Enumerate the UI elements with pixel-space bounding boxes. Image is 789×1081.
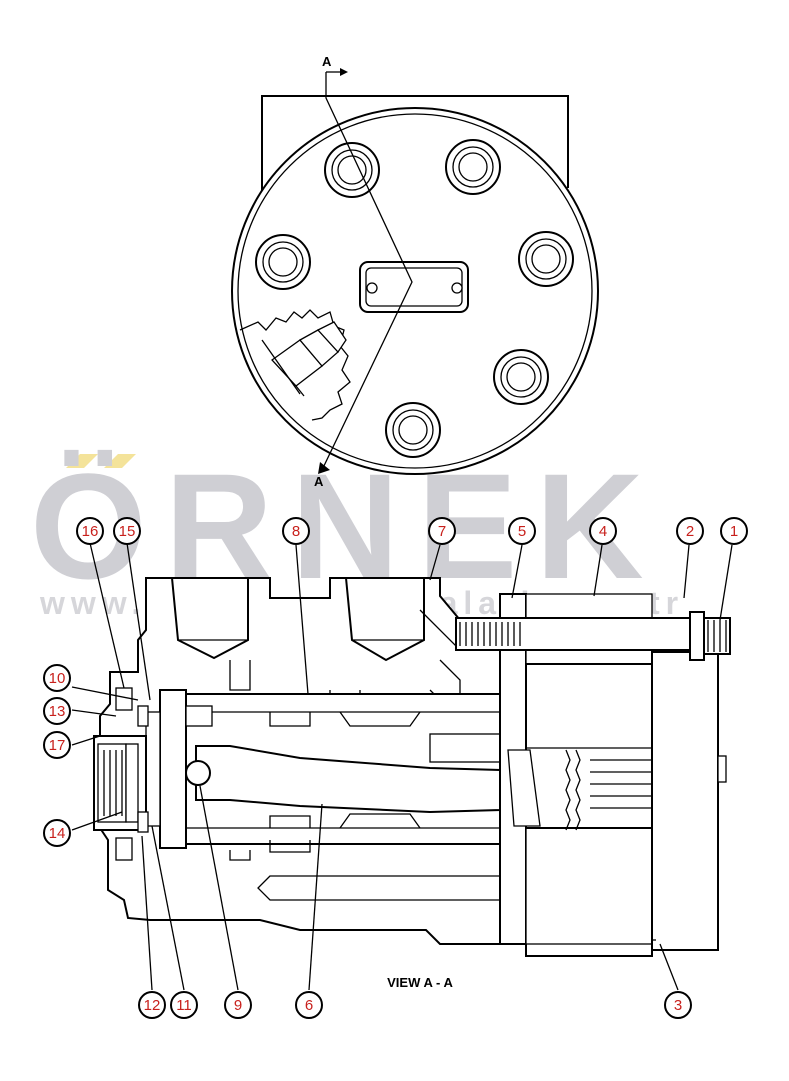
- section-mark-top: A: [322, 54, 332, 69]
- bolt-boss: [445, 139, 501, 195]
- callout-2: 2: [676, 517, 704, 545]
- callout-6: 6: [295, 991, 323, 1019]
- mount-bracket: [261, 95, 569, 194]
- bolt-boss: [493, 349, 549, 405]
- section-mark-bottom: A: [314, 474, 324, 489]
- gerotor: [525, 663, 653, 829]
- svg-text:9: 9: [234, 997, 242, 1014]
- svg-text:8: 8: [292, 523, 300, 540]
- svg-text:14: 14: [49, 825, 66, 842]
- watermark-accent-left: [66, 454, 98, 468]
- callout-8: 8: [282, 517, 310, 545]
- callout-4: 4: [589, 517, 617, 545]
- svg-text:17: 17: [49, 737, 66, 754]
- callout-9: 9: [224, 991, 252, 1019]
- svg-text:12: 12: [144, 997, 161, 1014]
- callout-14: 14: [43, 819, 71, 847]
- leader-lines: [71, 542, 733, 991]
- bolt-boss: [324, 142, 380, 198]
- end-cover: [651, 651, 719, 951]
- end-view: A A: [231, 54, 599, 489]
- callout-17: 17: [43, 731, 71, 759]
- svg-text:11: 11: [176, 997, 192, 1014]
- svg-text:2: 2: [686, 523, 694, 540]
- svg-text:15: 15: [119, 523, 136, 540]
- svg-text:5: 5: [518, 523, 526, 540]
- callout-1: 1: [720, 517, 748, 545]
- svg-text:3: 3: [674, 997, 682, 1014]
- callout-3: 3: [664, 991, 692, 1019]
- bolt-boss: [518, 231, 574, 287]
- callout-11: 11: [170, 991, 198, 1019]
- svg-text:7: 7: [438, 523, 446, 540]
- callout-5: 5: [508, 517, 536, 545]
- cap-screw: [455, 611, 731, 661]
- broken-out-section: [239, 309, 351, 421]
- pin-ball: [185, 760, 211, 786]
- svg-text:16: 16: [82, 523, 99, 540]
- bolt-boss: [385, 402, 441, 458]
- callout-15: 15: [113, 517, 141, 545]
- svg-text:1: 1: [730, 523, 738, 540]
- callout-10: 10: [43, 664, 71, 692]
- section-line: [318, 68, 413, 474]
- watermark-accent-right: [104, 454, 136, 468]
- svg-text:13: 13: [49, 703, 66, 720]
- svg-text:4: 4: [599, 523, 607, 540]
- callout-12: 12: [138, 991, 166, 1019]
- callout-7: 7: [428, 517, 456, 545]
- svg-text:6: 6: [305, 997, 313, 1014]
- port-left: [170, 577, 249, 660]
- svg-text:10: 10: [49, 670, 66, 687]
- bolt-boss: [255, 234, 311, 290]
- section-view: [93, 577, 731, 957]
- callout-13: 13: [43, 697, 71, 725]
- flange-inner: [237, 113, 593, 469]
- section-caption: VIEW A - A: [387, 975, 453, 990]
- center-slot: [359, 261, 469, 313]
- callout-16: 16: [76, 517, 104, 545]
